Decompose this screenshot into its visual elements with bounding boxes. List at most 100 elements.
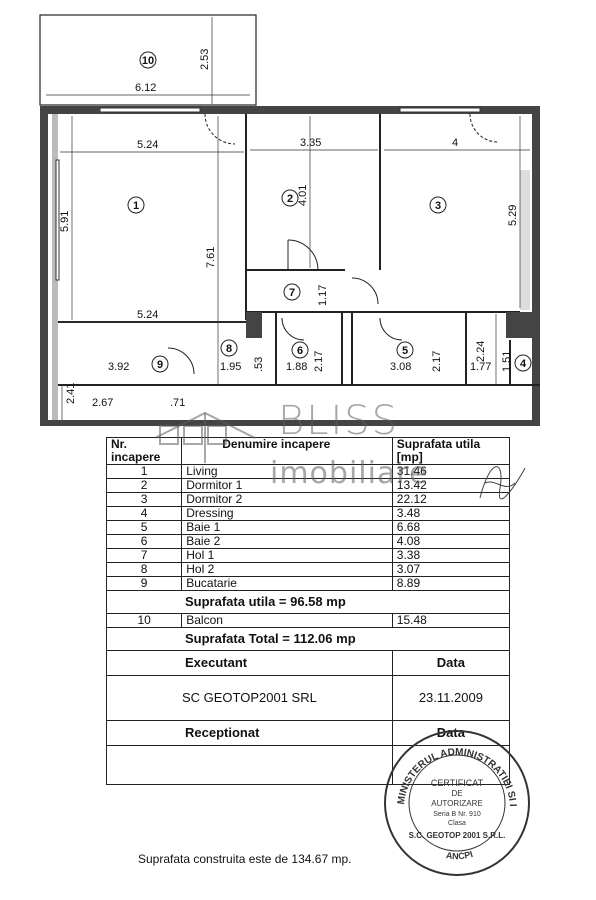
cell-name: Baie 1 [181,520,393,535]
cell-area: 6.68 [391,520,511,535]
usable-total: Suprafata utila = 96.58 mp [106,590,510,614]
grand-total: Suprafata Total = 112.06 mp [106,627,510,651]
executant-label: Executant [106,650,393,676]
receptionat-row [106,745,511,785]
room-area-table: Nr. incapere Denumire incapere Suprafata… [105,437,511,785]
stamp-center-4: Seria B Nr. 910 [433,811,481,818]
room-number-5: 5 [402,345,408,357]
outer-walls [40,106,540,426]
cell-nr: 6 [105,534,183,549]
executant-date: 23.11.2009 [391,675,511,721]
room-number-4: 4 [520,358,527,370]
header-name: Denumire incapere [181,437,393,465]
dim-dressing-width: 1.77 [470,361,491,373]
cell-nr: 10 [105,613,183,628]
executant-row: SC GEOTOP2001 SRL 23.11.2009 [106,675,511,721]
cell-name: Balcon [181,613,393,628]
cell-name: Hol 1 [181,548,393,563]
dim-bath1-depth: 2.17 [431,351,443,372]
cell-name: Hol 2 [181,562,393,577]
receptionat-header-row: Receptionat Data [106,720,511,746]
cell-area: 8.89 [391,576,511,591]
floor-plan: 10 1 2 3 4 5 6 7 8 9 6.12 2.53 5.24 3.35… [39,14,540,426]
wall-pillar [246,312,262,338]
cell-area: 31.46 [391,464,511,479]
stamp-center-1: CERTIFICAT [431,778,484,788]
dim-bath1-width: 3.08 [390,361,411,373]
signature-scribble [479,466,526,500]
dim-kitchen-width: 3.92 [108,361,129,373]
cell-nr: 9 [105,576,183,591]
stamp-center-3: AUTORIZARE [431,799,482,808]
header-nr: Nr. incapere [105,437,183,465]
dim-balcony-width: 6.12 [135,82,156,94]
stamp-ring-top: MINISTERUL ADMINISTRATIEI SI INTERNELOR [382,728,518,807]
dim-bath2-depth: 2.17 [313,351,325,372]
watermark-subtitle: imobiliare [270,456,429,491]
interior-walls [58,114,540,386]
receptionat-date-cell [391,745,511,785]
dim-small-segment: .71 [170,397,185,409]
cell-name: Baie 2 [181,534,393,549]
room-number-8: 8 [226,343,232,355]
dim-hall2-small: .53 [253,357,265,372]
receptionat-label: Receptionat [106,720,393,746]
dim-bedroom2-width: 4 [452,137,458,149]
room-number-1: 1 [133,200,139,212]
dim-balcony-depth: 2.53 [199,49,211,70]
cell-area: 3.48 [391,506,511,521]
executant-header-row: Executant Data [106,650,511,676]
usable-total-row: Suprafata utila = 96.58 mp [106,590,510,614]
footnote: Suprafata construita este de 134.67 mp. [138,852,352,866]
cell-area: 15.48 [391,613,511,628]
watermark-house-icon [154,411,256,463]
wall-pillar [506,312,532,338]
cell-nr: 4 [105,506,183,521]
official-stamp: MINISTERUL ADMINISTRATIEI SI INTERNELOR … [382,728,530,876]
receptionat-cell [106,745,393,785]
dim-bedroom1-depth: 4.01 [297,185,309,206]
executant-name: SC GEOTOP2001 SRL [106,675,393,721]
dim-bedroom2-depth: 5.29 [507,205,519,226]
cell-area: 3.38 [391,548,511,563]
watermark: BLISS imobiliare [150,398,427,508]
stamp-firm: S.C. GEOTOP 2001 S.R.L. [409,831,506,840]
stamp-center-5: Clasa [448,820,466,827]
cell-name: Dressing [181,506,393,521]
room-number-6: 6 [297,345,303,357]
dim-kitchen-bottom-width: 2.67 [92,397,113,409]
cell-nr: 5 [105,520,183,535]
cell-name: Dormitor 1 [181,478,393,493]
dim-hall2-width: 1.95 [220,361,241,373]
dim-kitchen-depth: 2.41 [65,383,77,404]
data-label: Data [391,650,511,676]
dimension-lines [46,17,530,420]
room-labels [127,51,532,373]
cell-area: 3.07 [391,562,511,577]
room-number-10: 10 [142,55,154,67]
watermark-brand: BLISS [278,398,400,444]
cell-nr: 8 [105,562,183,577]
header-area: Suprafata utila [mp] [391,437,511,465]
cell-name: Bucatarie [181,576,393,591]
dim-living-full-depth: 7.61 [205,247,217,268]
dim-hall1-depth: 1.17 [317,285,329,306]
dim-living-depth: 5.91 [59,211,71,232]
cell-nr: 7 [105,548,183,563]
svg-text:MINISTERUL ADMINISTRATIEI SI I: MINISTERUL ADMINISTRATIEI SI INTERNELOR [382,728,518,807]
dim-dressing-depth: 2.24 [475,341,487,362]
door-swings [167,113,499,375]
dim-living-bottom-width: 5.24 [137,309,158,321]
svg-text:ANCPI: ANCPI [445,849,474,861]
stamp-center-2: DE [451,789,462,798]
room-number-3: 3 [435,200,441,212]
grand-total-row: Suprafata Total = 112.06 mp [106,627,510,651]
room-number-2: 2 [287,193,293,205]
